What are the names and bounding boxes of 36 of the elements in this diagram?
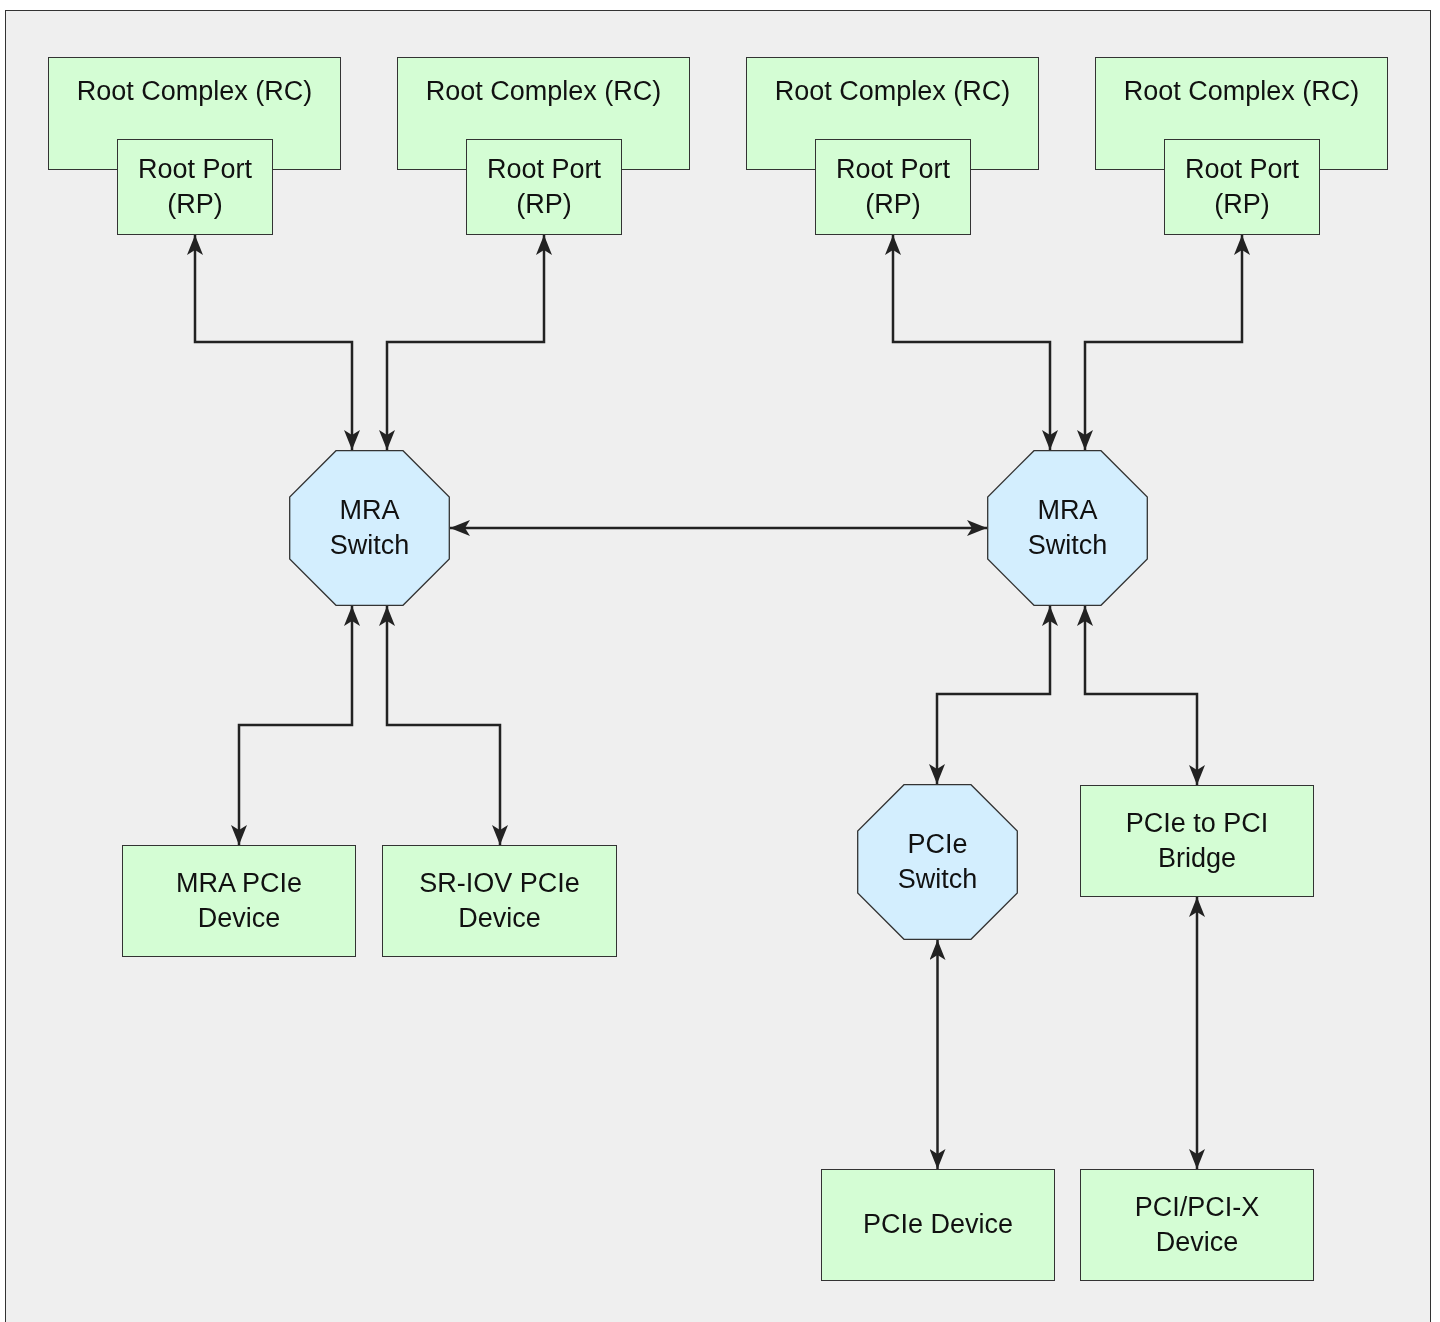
node-label: Root Complex (RC): [424, 75, 663, 108]
double-arrow: [187, 235, 360, 450]
node-label: PCIe to PCI Bridge: [1124, 806, 1270, 875]
double-arrow: [1189, 897, 1205, 1169]
node-label: Root Port (RP): [485, 152, 603, 221]
node-label: PCIe Device: [861, 1208, 1015, 1242]
double-arrow: [929, 606, 1058, 784]
node-label: Root Complex (RC): [773, 75, 1012, 108]
device-box: [466, 139, 622, 235]
node-label: MRA Switch: [328, 493, 411, 562]
double-arrow: [450, 520, 987, 536]
node-label: PCIe Switch: [896, 827, 979, 896]
device-box: [117, 139, 273, 235]
node-label: PCI/PCI-X Device: [1133, 1190, 1261, 1259]
device-box: [382, 845, 617, 957]
node-label: MRA Switch: [1026, 493, 1109, 562]
device-box: [122, 845, 356, 957]
device-box: [1164, 139, 1320, 235]
node-label: Root Port (RP): [136, 152, 254, 221]
device-box: [1080, 1169, 1314, 1281]
double-arrow: [379, 235, 552, 450]
double-arrow: [1077, 235, 1250, 450]
device-box: [815, 139, 971, 235]
double-arrow: [1077, 606, 1205, 785]
device-box: [1080, 785, 1314, 897]
node-label: Root Complex (RC): [75, 75, 314, 108]
double-arrow: [885, 235, 1058, 450]
node-label: Root Port (RP): [1183, 152, 1301, 221]
double-arrow: [379, 606, 508, 845]
node-label: MRA PCIe Device: [174, 866, 303, 935]
node-label: Root Port (RP): [834, 152, 952, 221]
node-label: Root Complex (RC): [1122, 75, 1361, 108]
double-arrow: [929, 940, 946, 1169]
device-box: [821, 1169, 1055, 1281]
double-arrow: [231, 606, 360, 845]
node-label: SR-IOV PCIe Device: [418, 866, 581, 935]
